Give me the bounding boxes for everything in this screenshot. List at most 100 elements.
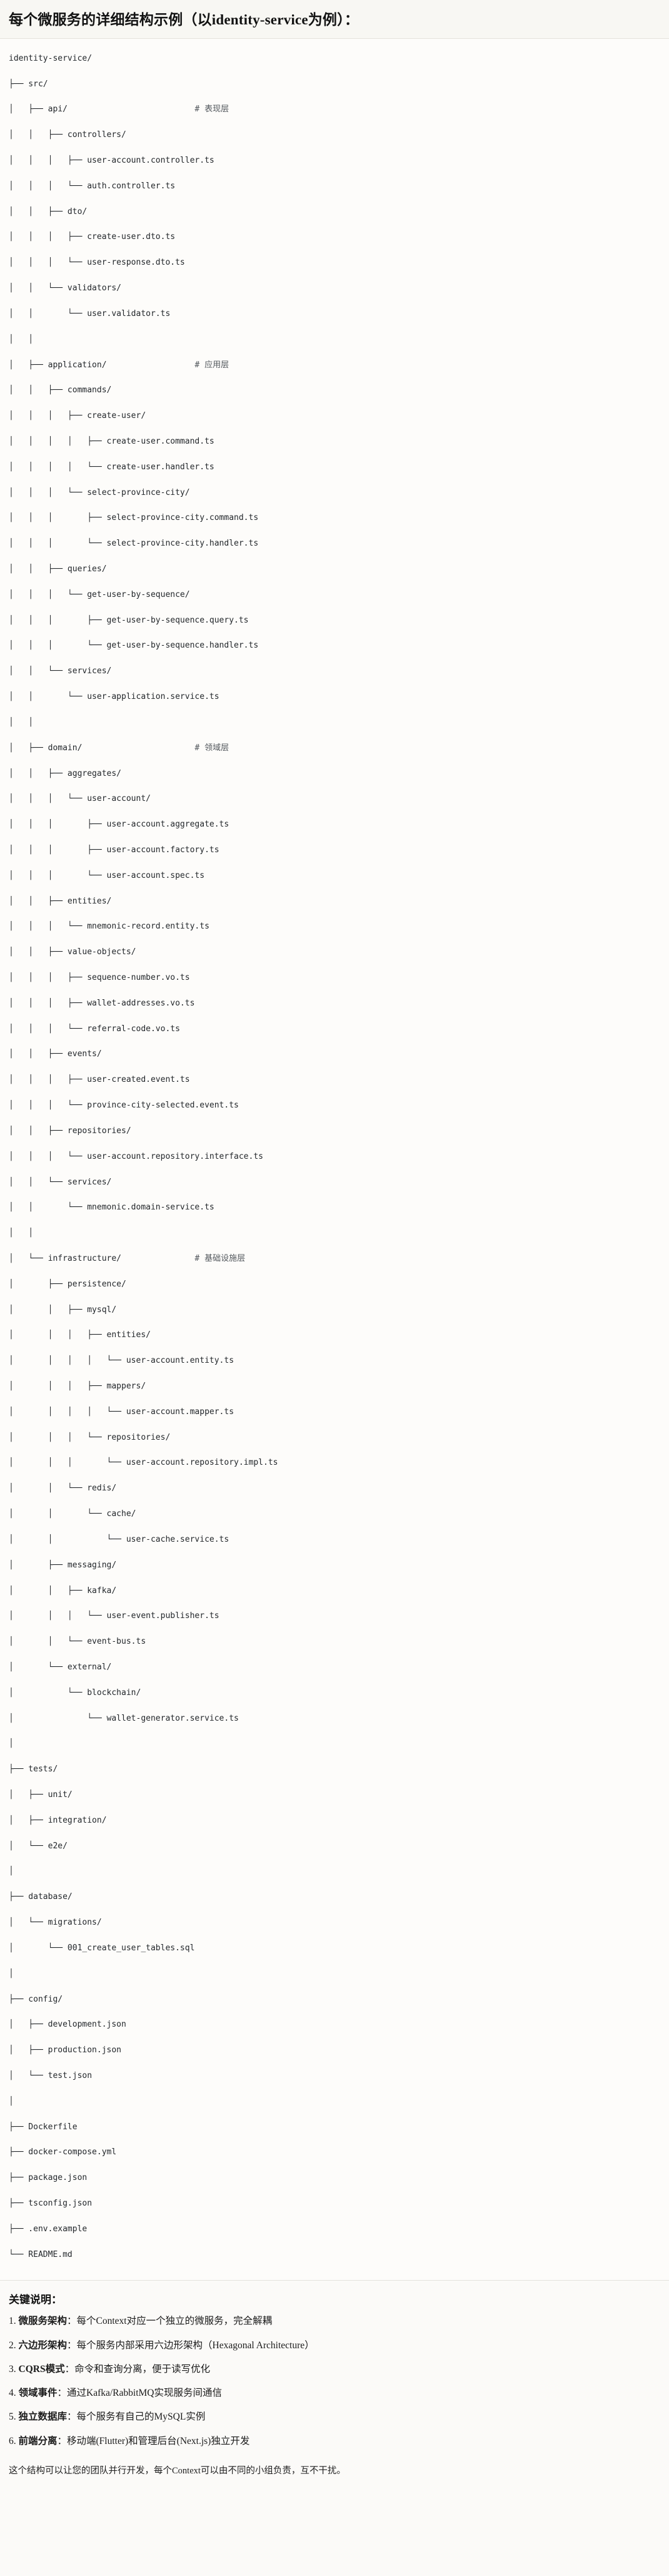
- tree-line: │ │ └── redis/: [9, 1484, 117, 1494]
- tree-line: │ ├── application/ # 应用层: [9, 360, 229, 370]
- tree-line: │ │ ├── dto/: [9, 206, 88, 216]
- tree-line: │ │ │ ├── mappers/: [9, 1382, 146, 1391]
- tree-line: │ │ │ └── user-account.spec.ts: [9, 870, 205, 880]
- tree-line: │ └── infrastructure/ # 基础设施层: [9, 1253, 246, 1263]
- key-points-list: 微服务架构：每个Context对应一个独立的微服务，完全解耦六边形架构：每个服务…: [9, 2314, 660, 2448]
- tree-line: │ │ ├── controllers/: [9, 130, 126, 140]
- tree-line: │ │ ├── mysql/: [9, 1305, 117, 1315]
- tree-line: ├── docker-compose.yml: [9, 2147, 117, 2157]
- tree-line-comment: # 表现层: [194, 104, 229, 115]
- key-point-description: ：每个Context对应一个独立的微服务，完全解耦: [67, 2316, 273, 2327]
- tree-line: │ ├── domain/ # 领域层: [9, 743, 229, 753]
- tree-line: │ ├── production.json: [9, 2045, 122, 2055]
- tree-line: │ │ │ ├── user-account.aggregate.ts: [9, 820, 229, 830]
- document-header: 每个微服务的详细结构示例（以identity-service为例）：: [0, 0, 669, 39]
- tree-line: │: [9, 1739, 14, 1749]
- tree-line: │ ├── messaging/: [9, 1560, 117, 1570]
- directory-tree-code: identity-service/ ├── src/ │ ├── api/ # …: [9, 53, 660, 2261]
- tree-line: │ │ └── user-application.service.ts: [9, 692, 219, 702]
- tree-line: │ │ │ ├── create-user.dto.ts: [9, 232, 176, 242]
- tree-line: │ │: [9, 1228, 34, 1238]
- document-page: 每个微服务的详细结构示例（以identity-service为例）： ident…: [0, 0, 669, 2490]
- tree-line: │ │ └── validators/: [9, 283, 122, 293]
- key-point-term: 领域事件: [18, 2388, 58, 2399]
- tree-line: │ │ │ └── user-event.publisher.ts: [9, 1611, 219, 1621]
- tree-line: │ │ │ ├── create-user/: [9, 411, 146, 421]
- tree-line: │ │ └── user.validator.ts: [9, 308, 171, 318]
- tree-line: ├── tsconfig.json: [9, 2199, 93, 2208]
- key-point-item: 六边形架构：每个服务内部采用六边形架构（Hexagonal Architectu…: [9, 2338, 660, 2353]
- tree-line: │ │ │ └── referral-code.vo.ts: [9, 1024, 180, 1034]
- key-point-term: CQRS模式: [18, 2363, 65, 2375]
- tree-line: │ │ ├── queries/: [9, 564, 107, 574]
- tree-line: │ │ │ └── select-province-city/: [9, 487, 190, 497]
- tree-line: │ │ │ └── get-user-by-sequence/: [9, 589, 190, 599]
- key-point-description: ：命令和查询分离，便于读写优化: [64, 2363, 211, 2375]
- tree-line: │ └── blockchain/: [9, 1688, 141, 1698]
- tree-line: ├── config/: [9, 1994, 63, 2004]
- tree-line: │ └── e2e/: [9, 1841, 68, 1851]
- tree-line-comment: # 领域层: [194, 743, 229, 753]
- tree-line: ├── .env.example: [9, 2224, 88, 2234]
- key-point-item: 领域事件：通过Kafka/RabbitMQ实现服务间通信: [9, 2386, 660, 2400]
- tree-line: │ │ ├── commands/: [9, 385, 112, 395]
- tree-line: │ │ │ ├── entities/: [9, 1330, 151, 1340]
- tree-line: │ │ ├── events/: [9, 1049, 102, 1059]
- tree-line: │ ├── persistence/: [9, 1279, 126, 1289]
- tree-line: │ │: [9, 334, 34, 344]
- tree-line: │ └── migrations/: [9, 1918, 102, 1928]
- key-point-description: ：每个服务内部采用六边形架构（Hexagonal Architecture）: [67, 2339, 314, 2351]
- tree-line: │ │ └── services/: [9, 1177, 112, 1187]
- key-points-title: 关键说明：: [9, 2294, 62, 2306]
- tree-line: │ └── 001_create_user_tables.sql: [9, 1943, 195, 1953]
- tree-line: │ ├── integration/: [9, 1815, 107, 1825]
- key-point-term: 六边形架构: [18, 2339, 68, 2351]
- tree-line: │ │ │ └── user-account.repository.interf…: [9, 1151, 263, 1161]
- tree-line: │ │ ├── entities/: [9, 896, 112, 906]
- tree-line-comment: # 应用层: [194, 360, 229, 370]
- tree-line: │ ├── api/ # 表现层: [9, 104, 229, 115]
- tree-line: │ │: [9, 717, 34, 727]
- tree-line: │ │ └── services/: [9, 666, 112, 676]
- tree-line: │ │ │ │ └── create-user.handler.ts: [9, 462, 214, 472]
- tree-line: │ │ │ ├── user-created.event.ts: [9, 1075, 190, 1085]
- tree-line: │ │ │ └── get-user-by-sequence.handler.t…: [9, 641, 259, 651]
- tree-line: │ │ │ └── repositories/: [9, 1432, 171, 1442]
- tree-line: │ │ │ │ └── user-account.entity.ts: [9, 1356, 234, 1366]
- tree-line: │ │ │ │ └── user-account.mapper.ts: [9, 1407, 234, 1417]
- tree-line: │ │ │ ├── user-account.controller.ts: [9, 156, 214, 165]
- tree-line-comment: # 基础设施层: [194, 1253, 246, 1263]
- tree-line: │ │ └── mnemonic.domain-service.ts: [9, 1203, 214, 1213]
- tree-line: │: [9, 1866, 14, 1876]
- tree-line: │ │ ├── value-objects/: [9, 947, 136, 957]
- tree-line: │ │ │ └── user-account.repository.impl.t…: [9, 1458, 278, 1468]
- tree-line: │ │ │ ├── get-user-by-sequence.query.ts: [9, 615, 249, 625]
- footer-note: 这个结构可以让您的团队并行开发，每个Context可以由不同的小组负责，互不干扰…: [9, 2465, 346, 2476]
- tree-line: │: [9, 1968, 14, 1978]
- tree-line: │ │ │ ├── select-province-city.command.t…: [9, 513, 259, 523]
- key-point-term: 微服务架构: [18, 2316, 68, 2327]
- key-point-item: 独立数据库：每个服务有自己的MySQL实例: [9, 2410, 660, 2424]
- key-point-term: 独立数据库: [18, 2411, 68, 2423]
- tree-line: │ │ │ └── user-account/: [9, 794, 151, 804]
- tree-line: │ │ └── cache/: [9, 1509, 136, 1519]
- directory-tree-block: identity-service/ ├── src/ │ ├── api/ # …: [0, 38, 669, 2281]
- tree-line: │ │ │ └── select-province-city.handler.t…: [9, 539, 259, 549]
- tree-line: │: [9, 2096, 14, 2106]
- tree-line: ├── Dockerfile: [9, 2122, 78, 2132]
- tree-line: │ │ │ ├── sequence-number.vo.ts: [9, 973, 190, 982]
- tree-line: ├── database/: [9, 1892, 73, 1902]
- tree-line: ├── tests/: [9, 1764, 58, 1774]
- tree-line: identity-service/: [9, 53, 93, 63]
- tree-line: └── README.md: [9, 2249, 73, 2259]
- tree-line: │ │ │ └── auth.controller.ts: [9, 181, 176, 191]
- key-point-term: 前端分离: [18, 2435, 58, 2446]
- tree-line: │ └── external/: [9, 1662, 112, 1672]
- tree-line: │ ├── development.json: [9, 2020, 126, 2030]
- directory-tree: identity-service/ ├── src/ │ ├── api/ # …: [9, 53, 660, 2274]
- key-point-item: CQRS模式：命令和查询分离，便于读写优化: [9, 2362, 660, 2376]
- key-points-section: 关键说明： 微服务架构：每个Context对应一个独立的微服务，完全解耦六边形架…: [0, 2280, 669, 2461]
- key-point-item: 前端分离：移动端(Flutter)和管理后台(Next.js)独立开发: [9, 2434, 660, 2448]
- tree-line: │ │ │ └── user-response.dto.ts: [9, 258, 185, 268]
- tree-line: │ │ ├── aggregates/: [9, 768, 122, 778]
